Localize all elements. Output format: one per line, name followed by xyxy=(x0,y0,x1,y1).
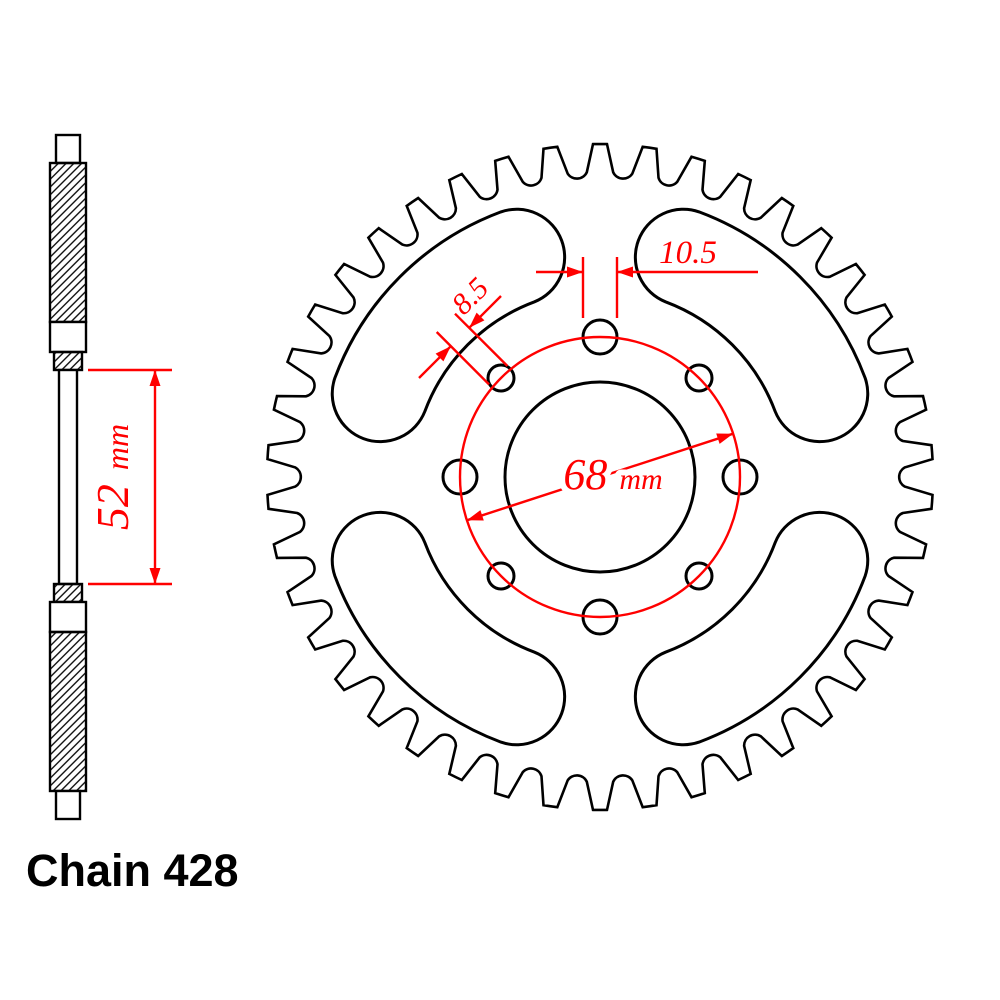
dimension-52mm: 52 mm xyxy=(87,424,138,530)
dimension-68mm: 68 mm xyxy=(563,450,662,499)
dimension-68mm-unit: mm xyxy=(619,463,662,496)
dimension-68mm-value: 68 xyxy=(563,450,607,499)
dimension-annotations: 52 mm 8.5 10.5 68 mm xyxy=(87,235,758,619)
dimension-10-5: 10.5 xyxy=(659,235,717,271)
lightening-cutouts xyxy=(330,207,870,747)
side-view-cross-section xyxy=(48,133,88,821)
chain-size-label: Chain 428 xyxy=(26,845,239,896)
dimension-52mm-value: 52 xyxy=(87,484,138,530)
dimension-lines xyxy=(88,257,758,586)
dimension-52mm-unit: mm xyxy=(99,424,135,470)
bolt-circle-indicator xyxy=(458,335,742,619)
